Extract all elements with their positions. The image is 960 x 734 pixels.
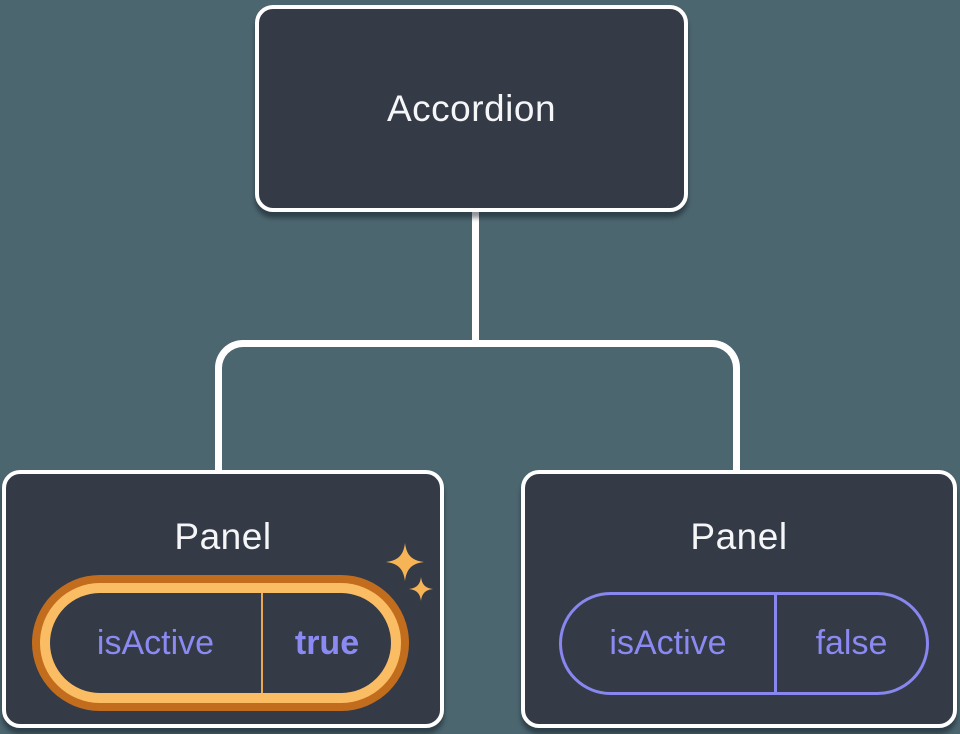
node-panel-active: Panel isActive true [2,470,444,728]
state-key: isActive [96,623,215,662]
state-pill-active: isActive true [32,575,409,711]
state-key: isActive [609,624,727,662]
state-pill-active-glow: isActive true [40,583,401,703]
node-accordion-label: Accordion [386,87,557,129]
node-panel-inactive: Panel isActive false [521,470,957,728]
state-pill-active-core: isActive true [50,593,391,693]
state-pill-inactive: isActive false [559,592,929,695]
state-value: true [294,623,360,662]
connector-branch-bracket [215,340,740,470]
state-pill-divider [261,593,263,693]
connector-root-stem [472,208,479,347]
state-value: false [815,624,888,662]
node-panel-inactive-label: Panel [690,516,788,557]
sparkle-icon [386,543,424,581]
sparkle-icon [409,577,433,601]
node-accordion: Accordion [255,5,688,212]
node-panel-active-label: Panel [174,516,272,557]
state-pill-divider [774,595,777,692]
